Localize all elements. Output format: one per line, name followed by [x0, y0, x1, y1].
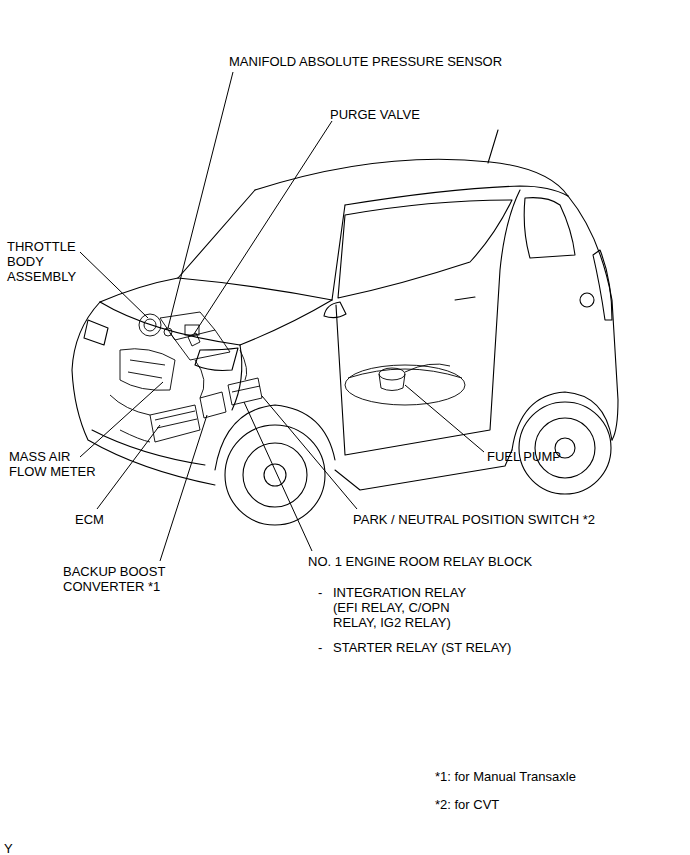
leader-line — [160, 415, 207, 561]
part-label: BACKUP BOOST CONVERTER *1 — [63, 564, 178, 594]
part-label: PARK / NEUTRAL POSITION SWITCH *2 — [353, 512, 595, 527]
part-label: ECM — [75, 512, 104, 527]
figure-code: Y — [4, 841, 13, 855]
leader-lines — [80, 72, 484, 561]
part-label: FUEL PUMP — [487, 449, 561, 464]
relay-label: STARTER RELAY (ST RELAY) — [333, 640, 511, 655]
leader-line — [80, 382, 163, 457]
part-label: PURGE VALVE — [330, 107, 420, 122]
leader-line — [405, 385, 484, 452]
leader-line — [262, 396, 357, 509]
car-body — [72, 130, 618, 525]
footnote: *2: for CVT — [435, 797, 499, 812]
fuel-tank — [345, 364, 465, 405]
relay-label: INTEGRATION RELAY (EFI RELAY, C/OPN RELA… — [333, 585, 493, 630]
leader-line — [194, 121, 332, 334]
part-label: THROTTLE BODY ASSEMBLY — [7, 239, 85, 284]
list-dash: - — [318, 640, 322, 655]
part-label: MANIFOLD ABSOLUTE PRESSURE SENSOR — [229, 54, 502, 69]
footnote: *1: for Manual Transaxle — [435, 769, 576, 784]
leader-line — [97, 425, 160, 509]
engine-parts — [110, 312, 262, 442]
leader-line — [244, 402, 312, 551]
part-label: NO. 1 ENGINE ROOM RELAY BLOCK — [308, 554, 532, 569]
leader-line — [80, 252, 148, 318]
list-dash: - — [318, 585, 322, 600]
part-label: MASS AIR FLOW METER — [9, 449, 101, 479]
